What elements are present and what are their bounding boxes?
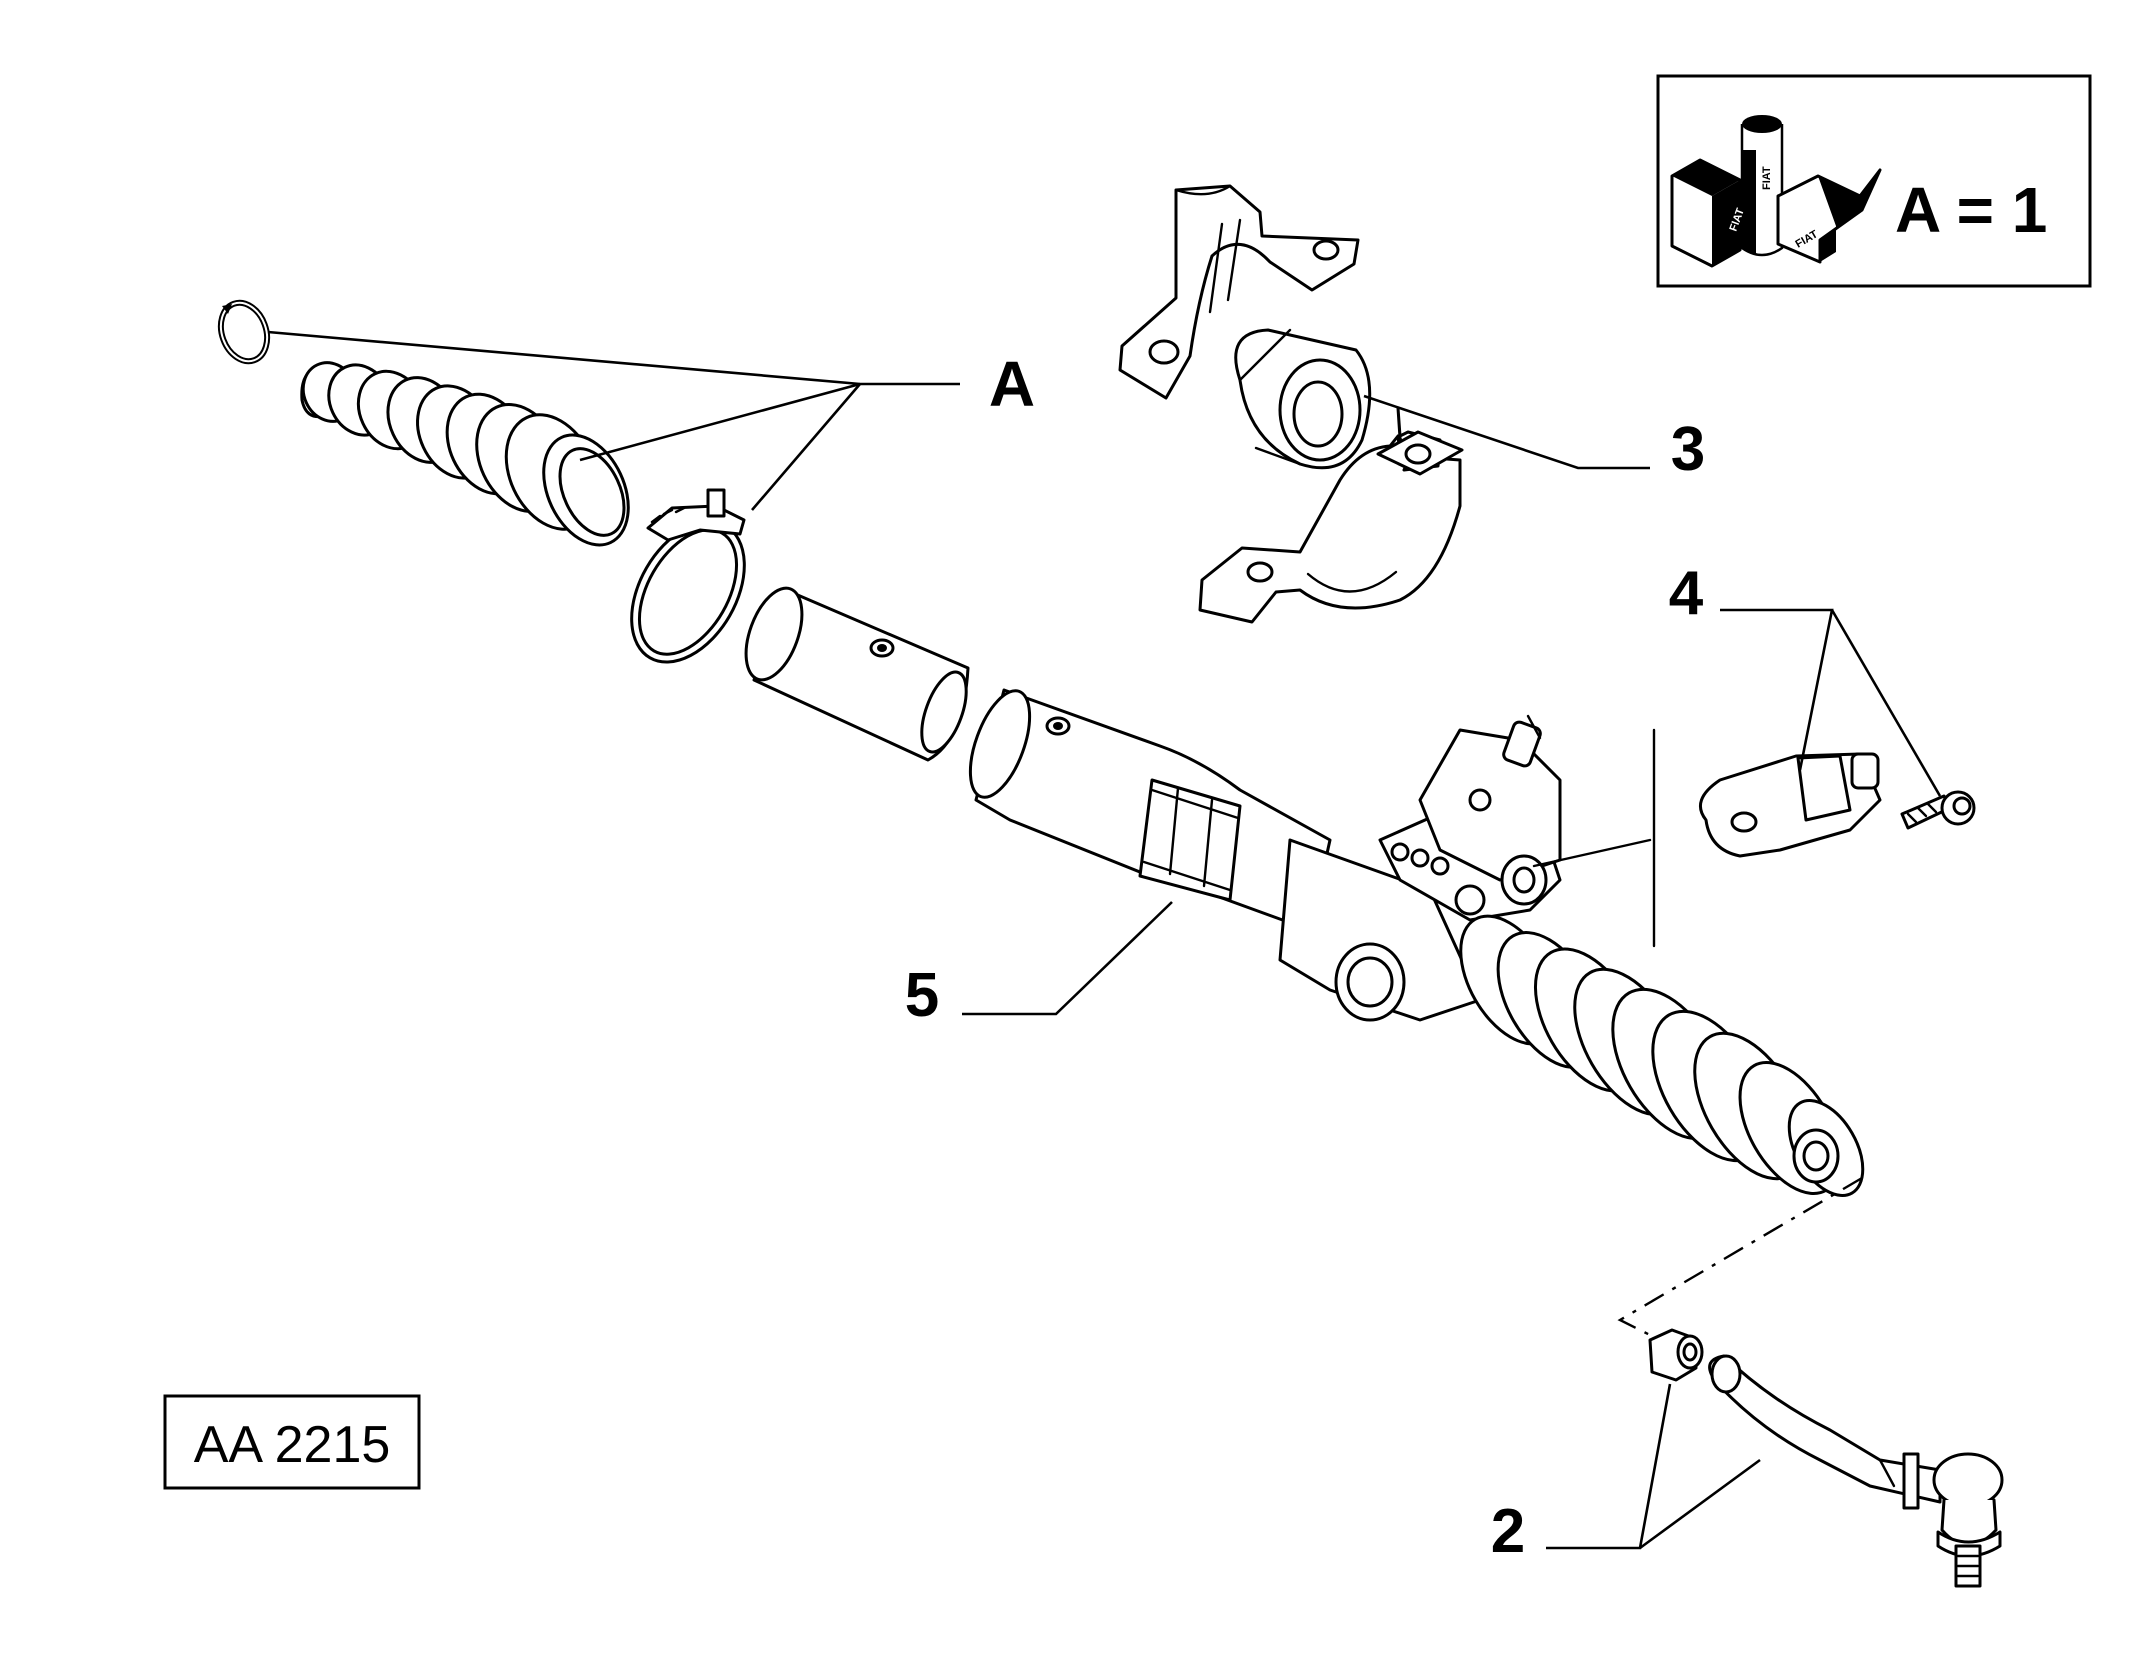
bolt [1900, 790, 1976, 830]
legend-icon-lettering-2: FIAT [1761, 166, 1773, 190]
callout-2: 2 [1491, 1497, 1525, 1566]
callout-4: 4 [1669, 559, 1704, 628]
fiat-kit-box-icon: FIAT FIAT FIAT [1670, 115, 1882, 268]
band-clamp [630, 488, 746, 664]
mounting-bracket-upper [1118, 184, 1360, 400]
callout-3: 3 [1671, 415, 1705, 484]
leader-lines [267, 330, 1942, 1550]
mounting-bracket-lower [1198, 406, 1464, 624]
drawing-code: AA 2215 [194, 1416, 391, 1474]
stop-block [1698, 752, 1882, 858]
legend-box: FIAT FIAT FIAT A = 1 [1656, 74, 2092, 288]
bellows-boot [300, 361, 630, 547]
steering-rack [744, 586, 1865, 1197]
drawing-code-box: AA 2215 [163, 1394, 421, 1490]
alignment-line [1617, 1176, 1863, 1356]
callout-a: A [989, 348, 1035, 420]
rubber-bushing [1234, 328, 1372, 470]
tie-rod-end [1708, 1354, 2004, 1588]
callout-5: 5 [905, 961, 939, 1030]
clip [217, 299, 271, 365]
legend-text: A = 1 [1895, 174, 2047, 246]
nut [1648, 1328, 1704, 1382]
